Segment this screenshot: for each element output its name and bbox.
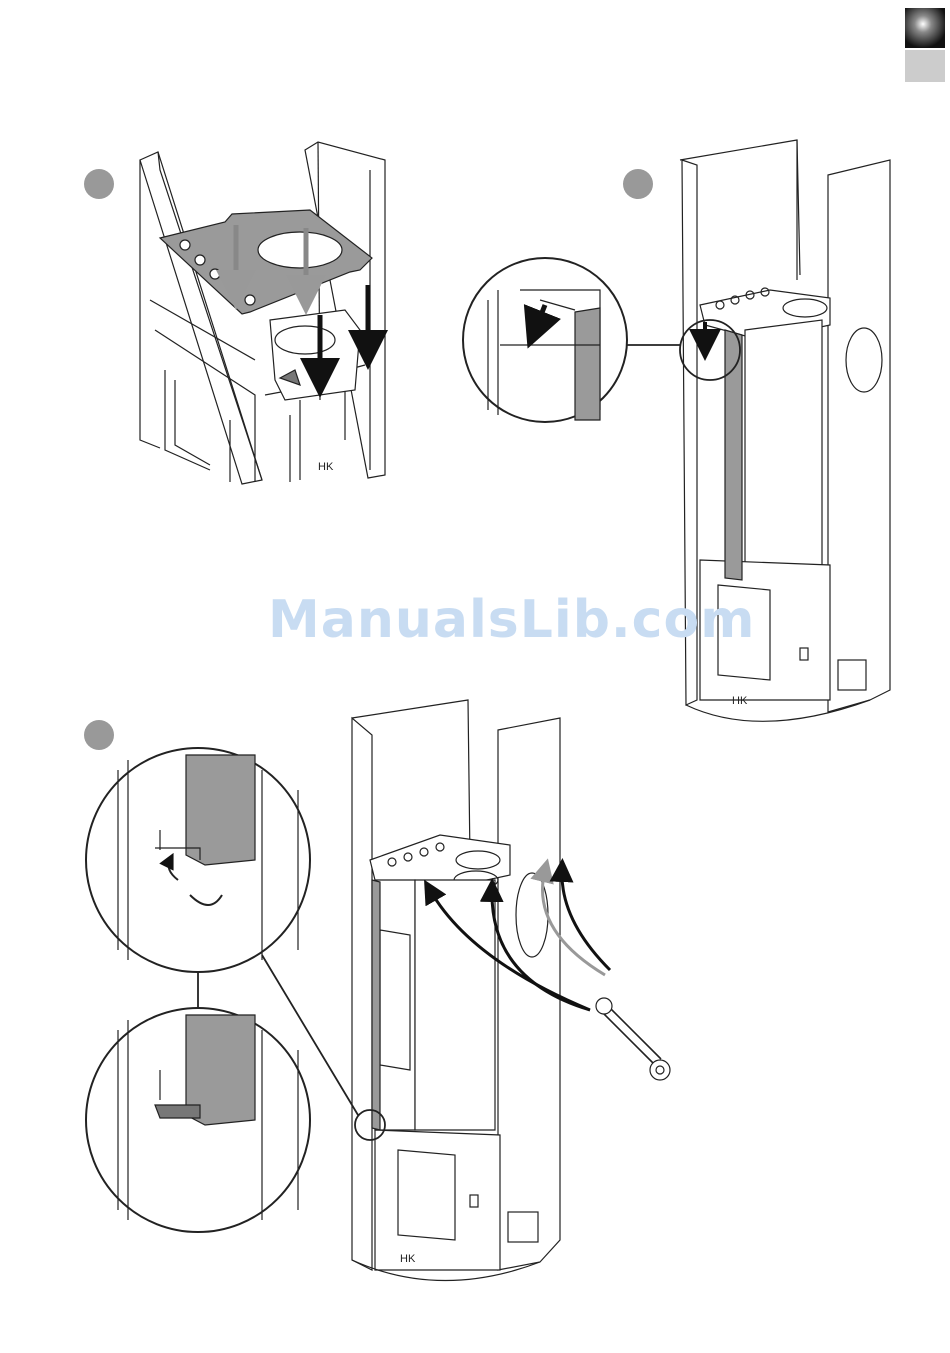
figure-step-3: HK xyxy=(86,700,670,1281)
corner-tab xyxy=(905,8,945,82)
corner-tab-light xyxy=(905,50,945,82)
figure-2-brand-label: HK xyxy=(732,695,748,707)
figure-3-brand-label: HK xyxy=(400,1253,416,1265)
step-marker-1 xyxy=(84,169,114,199)
step-marker-3 xyxy=(84,720,114,750)
watermark-text: ManualsLib.com xyxy=(268,590,755,650)
wrench-icon xyxy=(596,998,670,1080)
figure-step-1: HK xyxy=(140,142,385,484)
step-marker-2 xyxy=(623,169,653,199)
figure-1-brand-label: HK xyxy=(318,461,334,473)
corner-tab-dark xyxy=(905,8,945,48)
